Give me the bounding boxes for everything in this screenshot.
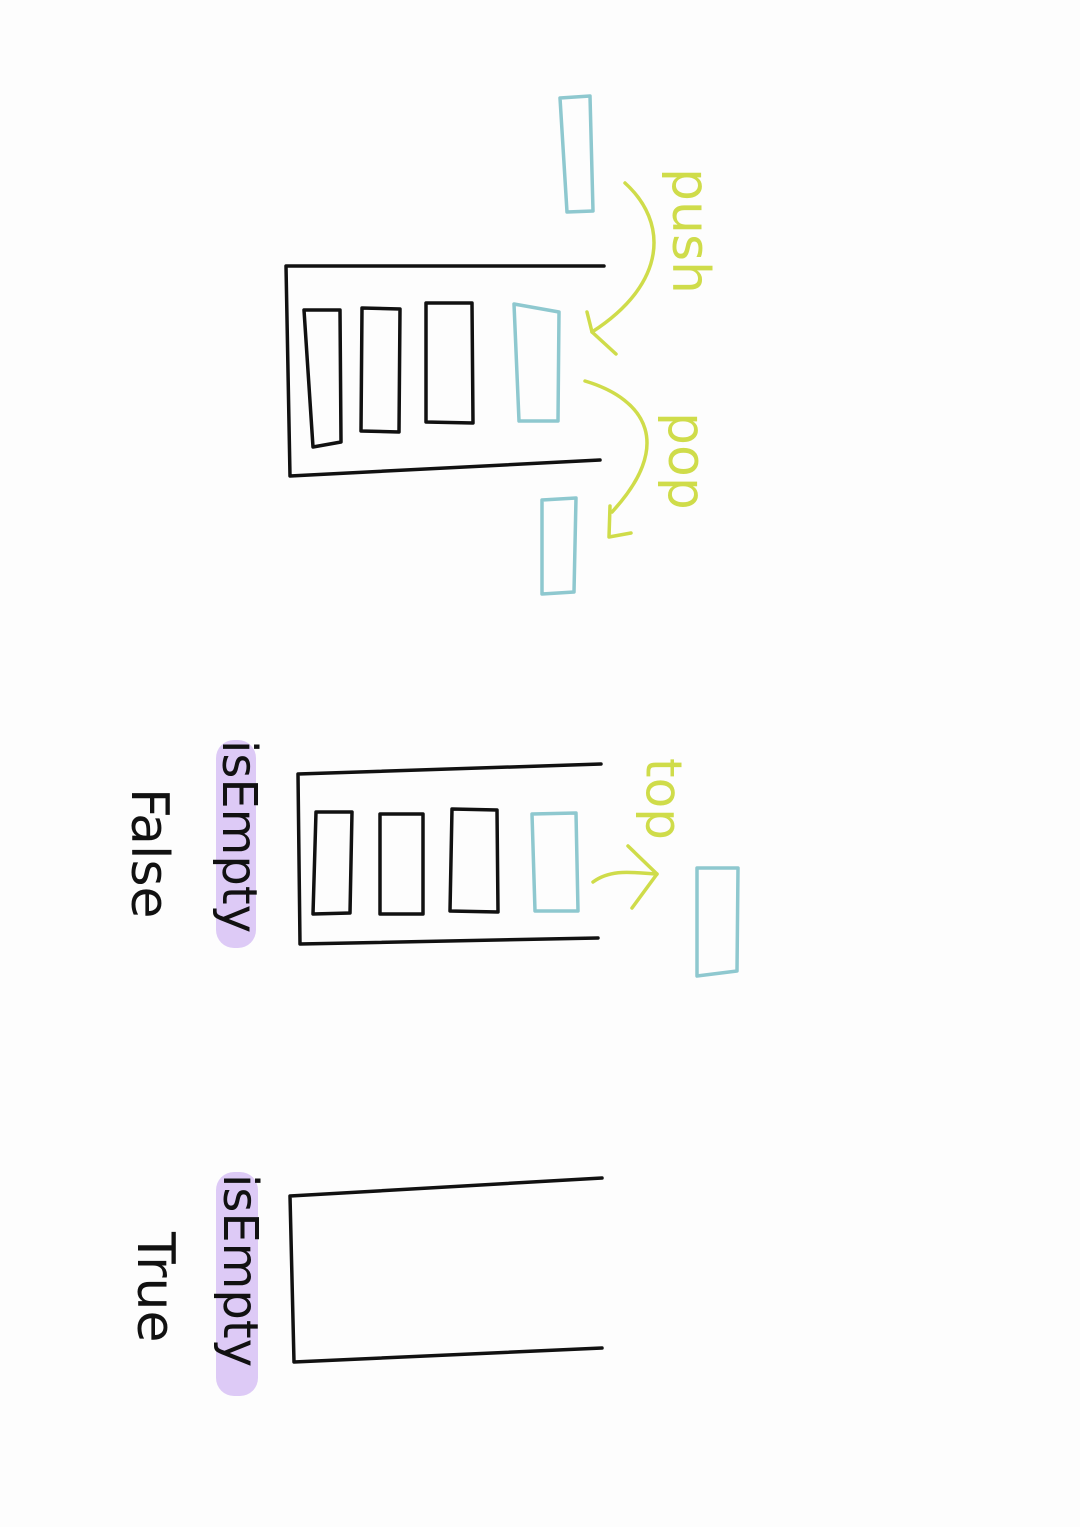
stack-element [424,301,475,425]
stack-element [448,807,500,914]
top-element-copy [695,866,740,978]
stack-element [302,308,343,449]
pop-arrow [583,379,649,514]
stack-element-top [530,811,580,913]
isempty-result: True [125,1231,185,1342]
pushed-element [558,94,595,214]
push-arrowhead [585,310,618,356]
isempty-highlight [216,1172,258,1396]
stack-element-top [512,302,561,423]
stack-container [296,762,603,946]
stack-container [284,264,606,478]
push-pop-diagram: push pop [284,94,720,596]
popped-element [540,496,578,596]
stack-element [378,812,425,916]
isempty-result: False [119,788,179,919]
top-diagram: top isEmpty False [119,740,740,978]
top-arrow [591,870,659,884]
stack-element [359,306,402,434]
empty-stack-diagram: isEmpty True [125,1172,604,1396]
push-arrow [590,181,656,334]
pop-label: pop [656,412,716,510]
top-label: top [635,758,693,840]
stack-container [288,1176,604,1364]
isempty-highlight [216,740,256,948]
isempty-label: isEmpty [212,1174,268,1367]
isempty-label: isEmpty [211,740,267,933]
top-arrowhead [626,844,659,910]
pop-arrowhead [607,504,633,539]
push-label: push [660,168,720,294]
stack-element [311,810,354,916]
